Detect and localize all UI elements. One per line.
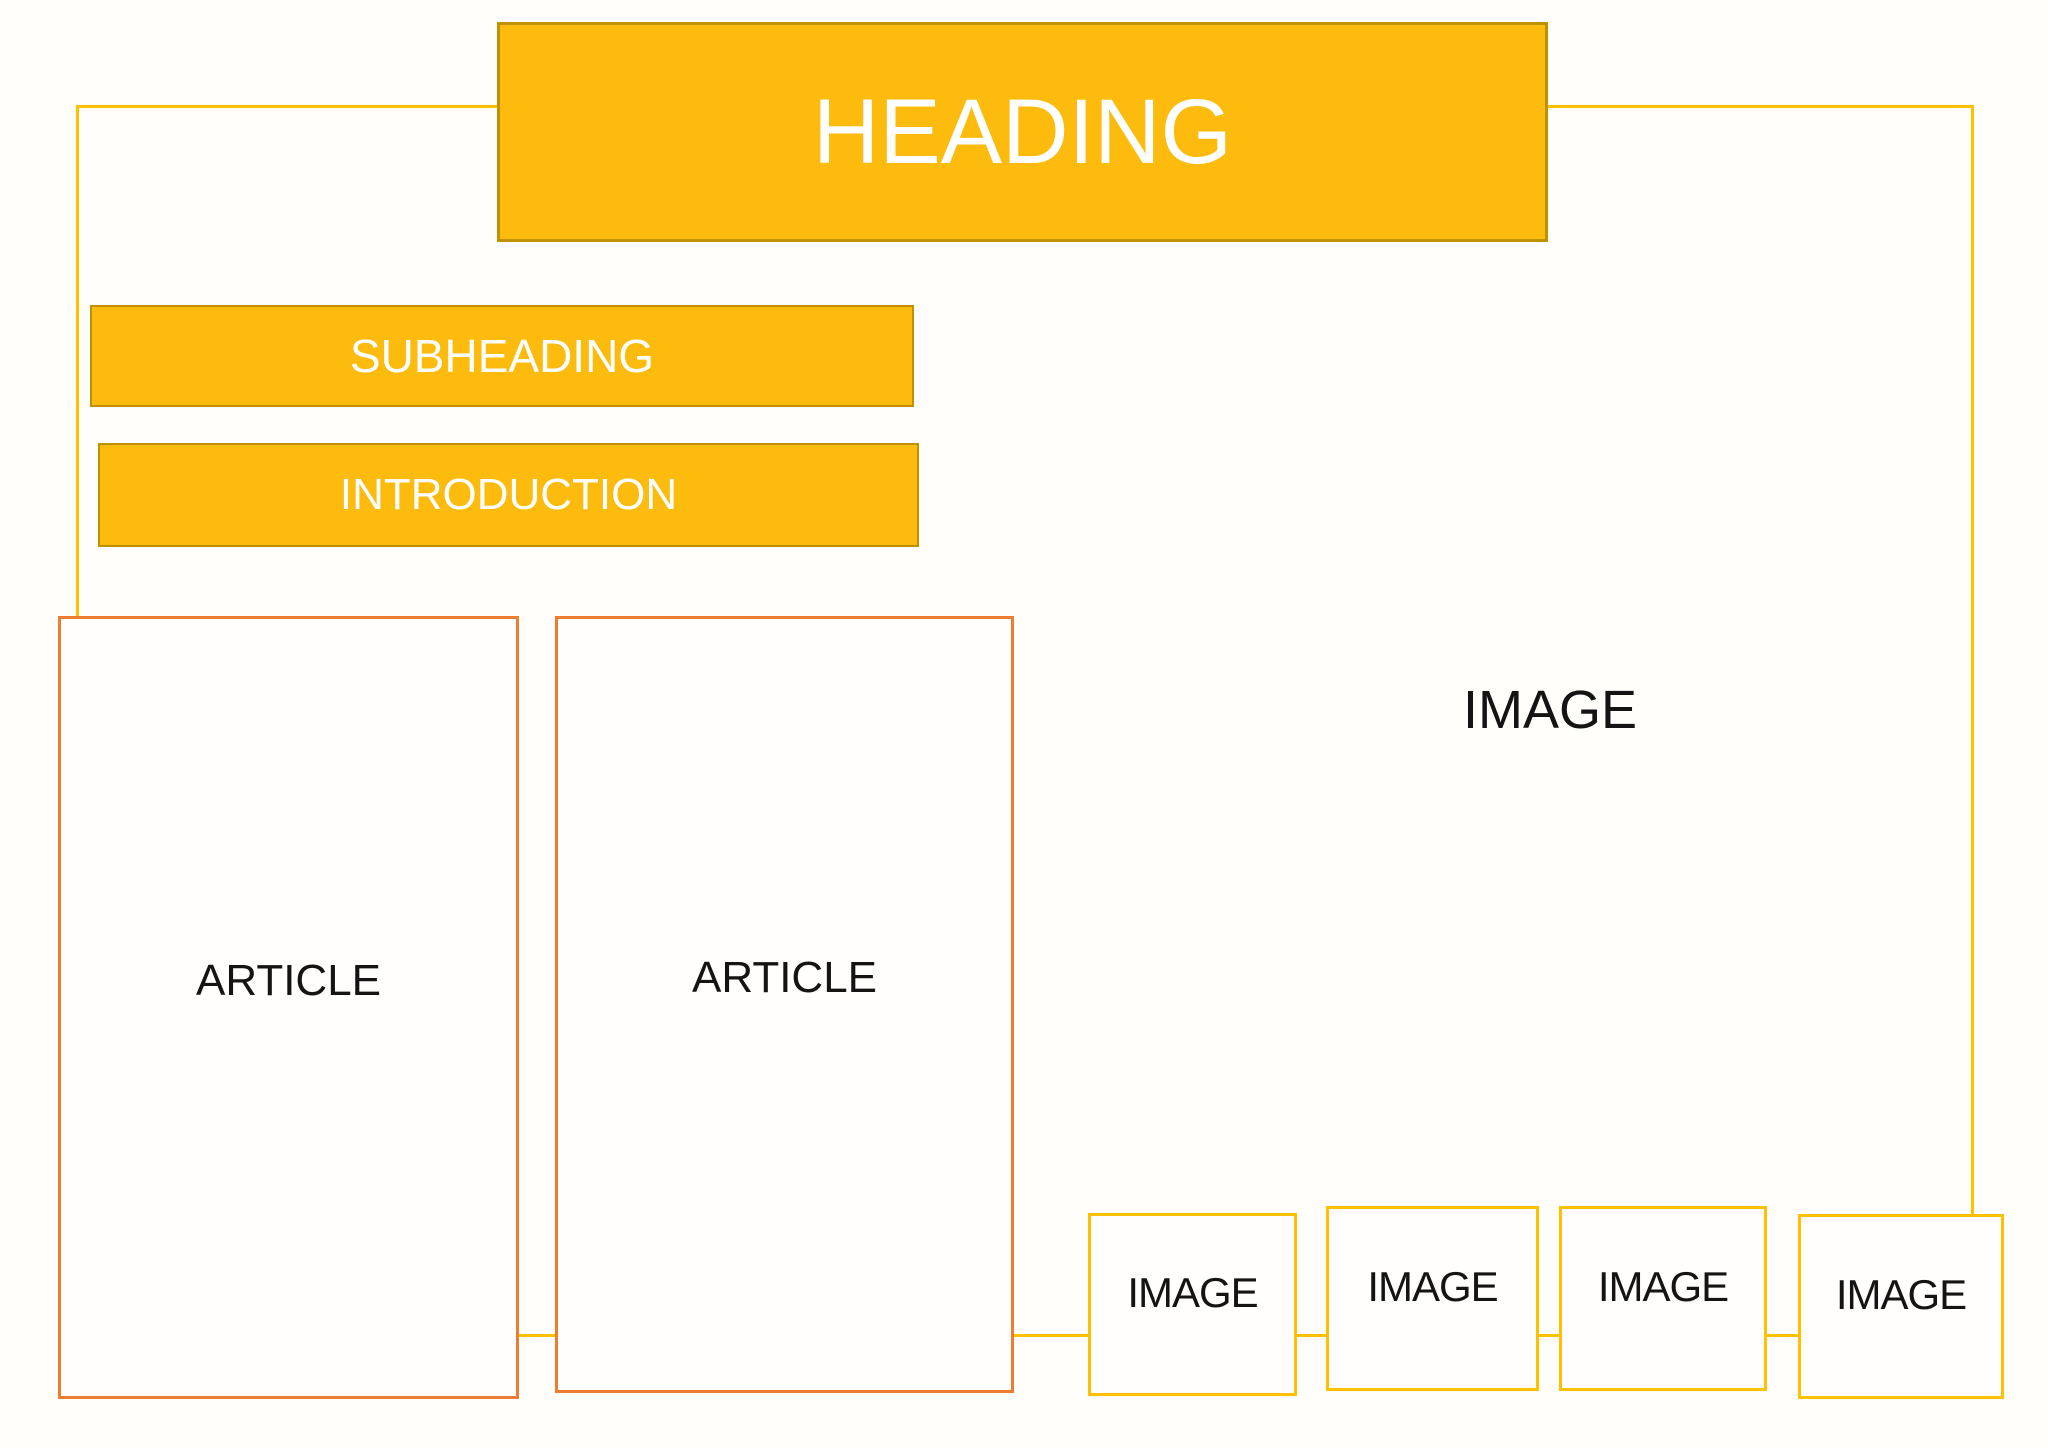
image-thumb-1: IMAGE <box>1088 1213 1297 1396</box>
image-area-label: IMAGE <box>1462 680 1638 740</box>
introduction-label: INTRODUCTION <box>339 470 678 519</box>
connector-article1-article2 <box>519 1334 555 1337</box>
connector-article2-thumb1 <box>1014 1334 1088 1337</box>
image-thumb-3: IMAGE <box>1559 1206 1767 1391</box>
article-2-label: ARTICLE <box>691 952 878 1002</box>
subheading-label: SUBHEADING <box>349 330 655 382</box>
page-outline-left-line <box>76 105 79 617</box>
connector-thumb3-thumb4 <box>1767 1334 1798 1337</box>
image-thumb-2: IMAGE <box>1326 1206 1539 1391</box>
image-thumb-4-label: IMAGE <box>1835 1270 1967 1318</box>
image-thumb-2-label: IMAGE <box>1367 1262 1498 1310</box>
connector-thumb1-thumb2 <box>1297 1334 1326 1337</box>
heading-box: HEADING <box>497 22 1548 242</box>
image-thumb-1-label: IMAGE <box>1127 1268 1258 1316</box>
heading-label: HEADING <box>812 80 1233 183</box>
subheading-box: SUBHEADING <box>90 305 914 407</box>
image-thumb-3-label: IMAGE <box>1597 1262 1729 1310</box>
introduction-box: INTRODUCTION <box>98 443 919 547</box>
article-box-2: ARTICLE <box>555 616 1014 1393</box>
connector-thumb2-thumb3 <box>1539 1334 1559 1337</box>
article-box-1: ARTICLE <box>58 616 519 1399</box>
page-outline-right-line <box>1971 105 1974 1215</box>
article-1-label: ARTICLE <box>195 955 382 1005</box>
image-thumb-4: IMAGE <box>1798 1214 2004 1399</box>
